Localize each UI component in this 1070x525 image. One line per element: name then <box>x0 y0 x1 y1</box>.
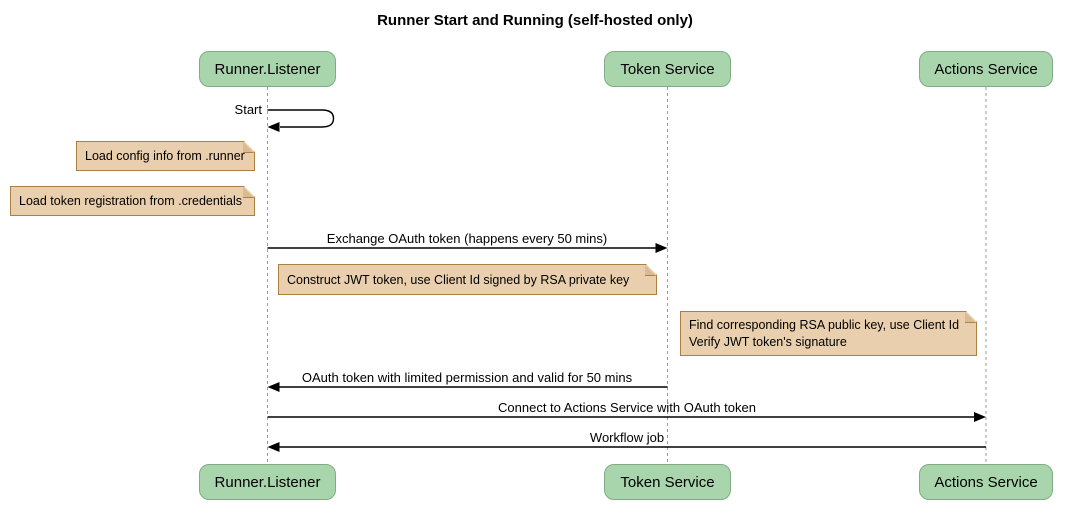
arrowhead-oauth-token-return <box>267 382 280 392</box>
arrowhead-exchange-oauth <box>655 243 668 253</box>
diagram-title: Runner Start and Running (self-hosted on… <box>377 12 693 29</box>
message-label-exchange-oauth: Exchange OAuth token (happens every 50 m… <box>326 231 608 246</box>
note-text: Load token registration from .credential… <box>19 194 243 208</box>
note-text: Load config info from .runner <box>85 149 245 163</box>
note-verify-jwt: Find corresponding RSA public key, use C… <box>680 311 977 356</box>
participant-label: Actions Service <box>934 473 1038 491</box>
participant-runner-listener-bottom: Runner.Listener <box>199 464 336 500</box>
message-label-workflow-job: Workflow job <box>589 430 665 445</box>
participant-label: Actions Service <box>934 60 1038 78</box>
participant-token-service-top: Token Service <box>604 51 731 87</box>
note-fold-corner <box>645 265 656 276</box>
note-fold-corner <box>243 187 254 198</box>
note-text-line2: Verify JWT token's signature <box>689 334 847 349</box>
participant-actions-service-top: Actions Service <box>919 51 1053 87</box>
participant-label: Token Service <box>620 60 715 78</box>
message-label-oauth-token-return: OAuth token with limited permission and … <box>301 370 633 385</box>
participant-label: Token Service <box>620 473 715 491</box>
note-text: Construct JWT token, use Client Id signe… <box>287 272 630 287</box>
participant-runner-listener-top: Runner.Listener <box>199 51 336 87</box>
message-label-connect-actions: Connect to Actions Service with OAuth to… <box>498 400 756 415</box>
note-fold-corner <box>965 312 976 323</box>
arrowhead-workflow-job <box>267 442 280 452</box>
participant-label: Runner.Listener <box>214 473 321 491</box>
message-label-start: Start <box>234 102 262 117</box>
note-load-token-registration: Load token registration from .credential… <box>10 186 255 216</box>
note-load-config: Load config info from .runner <box>76 141 255 171</box>
message-line-start-self-loop <box>267 109 335 128</box>
participant-actions-service-bottom: Actions Service <box>919 464 1053 500</box>
note-construct-jwt: Construct JWT token, use Client Id signe… <box>278 264 657 295</box>
participant-label: Runner.Listener <box>214 60 321 78</box>
participant-token-service-bottom: Token Service <box>604 464 731 500</box>
note-text-line1: Find corresponding RSA public key, use C… <box>689 317 960 332</box>
arrowhead-start <box>267 122 280 132</box>
note-fold-corner <box>243 142 254 153</box>
arrowhead-connect-actions <box>974 412 986 422</box>
